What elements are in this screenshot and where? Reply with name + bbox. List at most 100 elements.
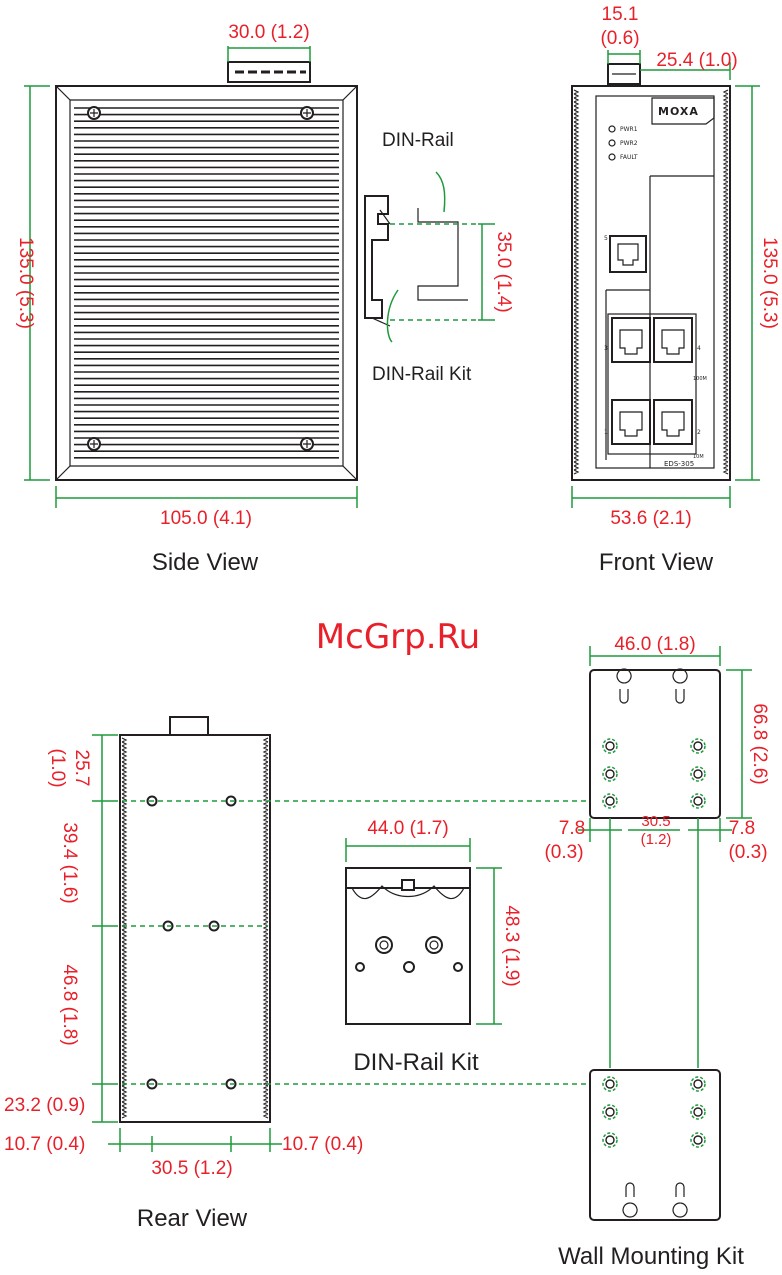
keyhole-icon (616, 668, 632, 704)
mount-hole-icon (605, 1107, 615, 1117)
wall-kit-dim-width: 46.0 (1.8) (614, 634, 695, 655)
din-kit-plate (345, 867, 471, 1025)
port-label: 1 (604, 429, 608, 436)
wall-kit-top-holes (602, 738, 706, 809)
mount-hole-icon (602, 1104, 618, 1120)
wall-kit-dim-right: 7.8 (729, 818, 755, 839)
mount-hole-icon (605, 741, 615, 751)
wall-kit-dim-right: (0.3) (728, 842, 767, 863)
wall-kit-top: 46.0 (1.8) 66.8 (2.6) (589, 634, 770, 819)
side-dim-width: 105.0 (4.1) (160, 508, 252, 529)
side-dim-top: 30.0 (1.2) (228, 22, 309, 43)
ethernet-port-icon (653, 399, 693, 445)
speed-label: 10M (693, 454, 704, 460)
mount-hole-icon (690, 1132, 706, 1148)
rear-terminal (169, 716, 209, 736)
mount-hole-icon (693, 769, 703, 779)
front-dim-top-a: 15.1 (602, 4, 639, 25)
rear-dim-v1: 25.7 (71, 750, 92, 787)
led-icon (608, 139, 616, 147)
mount-hole-icon (693, 1107, 703, 1117)
wall-kit-bottom: 7.8 (0.3) 30.5 (1.2) 7.8 (0.3) Wall Moun… (544, 813, 767, 1270)
port-label: 2 (697, 429, 701, 436)
ridge-edge (722, 89, 729, 475)
rear-dim-v4: 23.2 (0.9) (4, 1095, 85, 1116)
wall-kit-caption: Wall Mounting Kit (558, 1243, 744, 1270)
mount-hole-icon (605, 769, 615, 779)
led-label: PWR1 (620, 126, 638, 133)
keyhole-icon (672, 1182, 688, 1218)
rear-dim-left: 10.7 (0.4) (4, 1134, 85, 1155)
front-dim-width: 53.6 (2.1) (610, 508, 691, 529)
rear-dim-v2: 39.4 (1.6) (59, 822, 80, 903)
din-kit-hole-icon (355, 962, 365, 972)
side-screw-icon (300, 437, 314, 451)
mount-hole-icon (690, 766, 706, 782)
speed-label: 100M (693, 376, 707, 382)
din-kit-dim-height: 48.3 (1.9) (501, 905, 522, 986)
front-brand: MOXA (658, 105, 699, 118)
side-screw-icon (87, 106, 101, 120)
din-kit-hole-icon (403, 961, 415, 973)
mount-hole-icon (605, 1135, 615, 1145)
watermark: McGrp.Ru (316, 617, 480, 657)
keyhole-icon (622, 1182, 638, 1218)
din-kit-screw-icon (375, 936, 393, 954)
front-view-caption: Front View (599, 549, 714, 576)
led-icon (608, 153, 616, 161)
rear-dim-v3: 46.8 (1.8) (59, 964, 80, 1045)
wall-kit-dim-left: (0.3) (544, 842, 583, 863)
side-dim-height: 135.0 (5.3) (15, 237, 36, 329)
port-label: 3 (604, 345, 608, 352)
din-kit-caption: DIN-Rail Kit (353, 1049, 479, 1076)
front-body (571, 85, 731, 481)
front-dim-top-a: (0.6) (600, 28, 639, 49)
wall-kit-plate-top (589, 669, 721, 819)
port-label: 5 (604, 235, 608, 242)
side-din-clip (364, 195, 389, 319)
wall-kit-dim-mid: (1.2) (641, 831, 672, 848)
din-kit-hole-icon (453, 962, 463, 972)
front-dim-height: 135.0 (5.3) (759, 237, 780, 329)
side-screw-icon (87, 437, 101, 451)
din-kit-dim-width: 44.0 (1.7) (367, 818, 448, 839)
side-body (55, 85, 358, 481)
side-bevel-right (342, 85, 358, 481)
mount-hole-icon (602, 766, 618, 782)
mount-hole-icon (690, 793, 706, 809)
mount-hole-icon (690, 1104, 706, 1120)
ethernet-port-icon (653, 317, 693, 363)
side-cooling-fins (74, 107, 339, 459)
din-rail-kit: 44.0 (1.7) 48.3 (1.9) DIN-Rail Kit (345, 818, 522, 1076)
side-view-caption: Side View (152, 549, 259, 576)
front-view: MOXA PWR1 PWR2 FAULT 5 (571, 4, 780, 576)
mount-hole-icon (602, 738, 618, 754)
wall-kit-plate-bottom (589, 1069, 721, 1221)
rear-view: 25.7 (1.0) 39.4 (1.6) 46.8 (1.8) 23.2 (0… (4, 716, 606, 1232)
led-label: PWR2 (620, 140, 638, 147)
ridge-edge (573, 89, 580, 475)
led-icon (608, 125, 616, 133)
ridge-edge (262, 737, 269, 1119)
mount-hole-icon (602, 1132, 618, 1148)
side-bevel-left (55, 85, 71, 481)
front-panel (595, 95, 715, 469)
wall-kit-dim-height: 66.8 (2.6) (749, 703, 770, 784)
rear-view-caption: Rear View (137, 1205, 248, 1232)
port-label: 4 (697, 345, 701, 352)
mount-hole-icon (693, 1079, 703, 1089)
mount-hole-icon (605, 1079, 615, 1089)
side-view: 30.0 (1.2) 135.0 (5.3) 105.0 (4.1) 35.0 … (15, 22, 514, 576)
mount-hole-icon (602, 793, 618, 809)
mount-hole-icon (690, 1076, 706, 1092)
rear-body (119, 734, 271, 1123)
ethernet-port-icon (611, 317, 651, 363)
mount-hole-icon (693, 1135, 703, 1145)
led-label: FAULT (620, 154, 638, 161)
rear-dim-bottom: 30.5 (1.2) (151, 1158, 232, 1179)
front-model-label: EDS-305 (664, 460, 694, 468)
front-ridged-edges (573, 89, 729, 475)
mount-hole-icon (602, 1076, 618, 1092)
wall-kit-dim-mid: 30.5 (641, 813, 670, 830)
ethernet-port-icon (611, 399, 651, 445)
